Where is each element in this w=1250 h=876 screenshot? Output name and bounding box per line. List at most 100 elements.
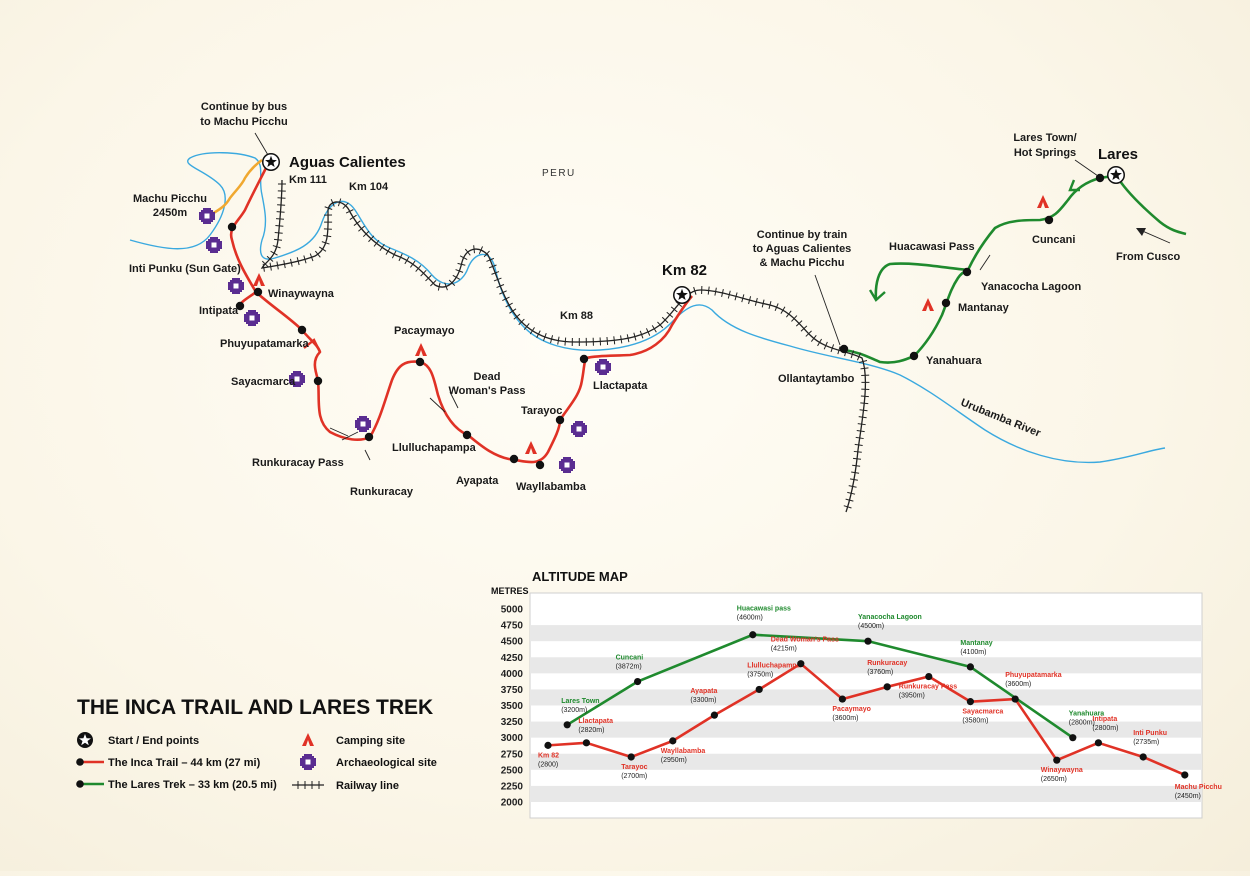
trail-stop-dot [942,299,950,307]
data-point [544,742,551,749]
archaeological-site [228,278,244,294]
data-point [864,638,871,645]
data-value-label: (3580m) [962,718,988,725]
railway-tick [607,337,608,345]
archaeological-icon [234,284,239,289]
map-label-km104: Km 104 [349,181,389,193]
railway-tick [621,335,622,343]
map-label-from-cusco: From Cusco [1116,251,1180,263]
y-tick-label: 2000 [501,798,524,809]
archaeological-site [206,237,222,253]
railway-tick [614,336,615,344]
data-point [797,660,804,667]
lares-arrow-1 [870,290,885,300]
y-tick-label: 2250 [501,781,524,792]
data-point [583,739,590,746]
data-point [884,683,891,690]
railway-tick [652,325,656,332]
y-tick-label: 4000 [501,669,524,680]
railway-tick [852,465,860,466]
archaeological-icon [205,214,210,219]
railway-tick [558,337,559,345]
legend-label-inca-trail: The Inca Trail – 44 km (27 mi) [108,757,261,769]
legend-label-start-end: Start / End points [108,735,199,747]
data-point [925,673,932,680]
railway-tick [853,458,861,459]
lares-huacawasi-branch [876,264,968,300]
railway-tick [275,226,283,227]
data-label: Inti Punku [1133,730,1167,737]
data-label: Llulluchapampa [747,662,800,669]
data-label: Cuncani [616,655,644,662]
data-value-label: (4100m) [960,649,986,656]
map-label-pacaymayo: Pacaymayo [394,325,455,337]
trail-stop-dot [840,345,848,353]
map-label-llulluchapampa: Llulluchapampa [392,442,477,454]
map-label-dead-womans-2: Woman's Pass [449,385,526,397]
data-value-label: (2450m) [1175,793,1201,800]
trail-stop-dot [556,416,564,424]
data-point [1095,739,1102,746]
archaeological-icon [361,422,366,427]
map-label-intipata: Intipata [199,305,239,317]
archaeological-icon [300,754,316,770]
trail-stop-dot [536,461,544,469]
data-label: Runkuracay Pass [899,684,957,691]
data-label: Lares Town [561,698,599,705]
data-value-label: (3760m) [867,669,893,676]
railway-tick [565,338,566,346]
data-point [634,678,641,685]
legend-item-railway: Railway line [292,780,399,792]
data-label: Tarayoc [621,764,647,771]
map-title: THE INCA TRAIL AND LARES TREK [77,696,433,719]
data-value-label: (2950m) [661,757,687,764]
map-label-continue-train-1: Continue by train [757,229,848,241]
leader-lines [255,133,1170,460]
data-point [1012,695,1019,702]
trail-stop-dot [254,288,262,296]
data-value-label: (2820m) [578,727,604,734]
railway-tick [786,311,791,317]
railway-tick [275,232,283,233]
legend-item-camping: Camping site [302,733,405,747]
railway-tick [854,451,862,452]
map-label-river: Urubamba River [959,397,1043,440]
map-label-machu-picchu-1: Machu Picchu [133,193,207,205]
map-label-km82: Km 82 [662,262,707,279]
archaeological-site [559,457,575,473]
map-label-aguas-calientes: Aguas Calientes [289,154,406,171]
camping-site [415,343,427,356]
data-label: Intipata [1092,716,1117,723]
data-point [756,686,763,693]
data-label: Machu Picchu [1175,784,1222,791]
archaeological-icon [601,365,606,370]
archaeological-icon [212,243,217,248]
legend-item-archaeological: Archaeological site [300,754,437,770]
y-tick-label: 4500 [501,637,524,648]
railway-tick [818,339,822,346]
y-tick-label: 5000 [501,605,524,616]
data-label: Sayacmarca [962,709,1003,716]
map-label-runkuracay-pass: Runkuracay Pass [252,457,344,469]
map-label-llactapata: Llactapata [593,380,648,392]
start-end-point [1107,166,1125,184]
data-value-label: (4600m) [737,615,763,622]
data-value-label: (2735m) [1133,739,1159,746]
railway-tick [859,417,867,418]
map-label-winaywayna: Winaywayna [268,288,335,300]
legend-item-lares-trek: The Lares Trek – 33 km (20.5 mi) [76,779,277,791]
map-label-tarayoc: Tarayoc [521,405,562,417]
railway-tick [274,239,282,240]
railway-tick [453,275,460,279]
altitude-chart: 5000475045004250400037503500325030002750… [491,569,1222,818]
railway-tick [856,437,864,438]
trail-stop-dot [1096,174,1104,182]
map-label-km111: Km 111 [289,174,327,186]
railway-tick [319,247,326,251]
data-label: Huacawasi pass [737,606,791,613]
chart-ylabel: METRES [491,586,529,596]
railway-tick [851,472,859,473]
trail-stop-dot [910,352,918,360]
map-label-yanahuara: Yanahuara [926,355,983,367]
